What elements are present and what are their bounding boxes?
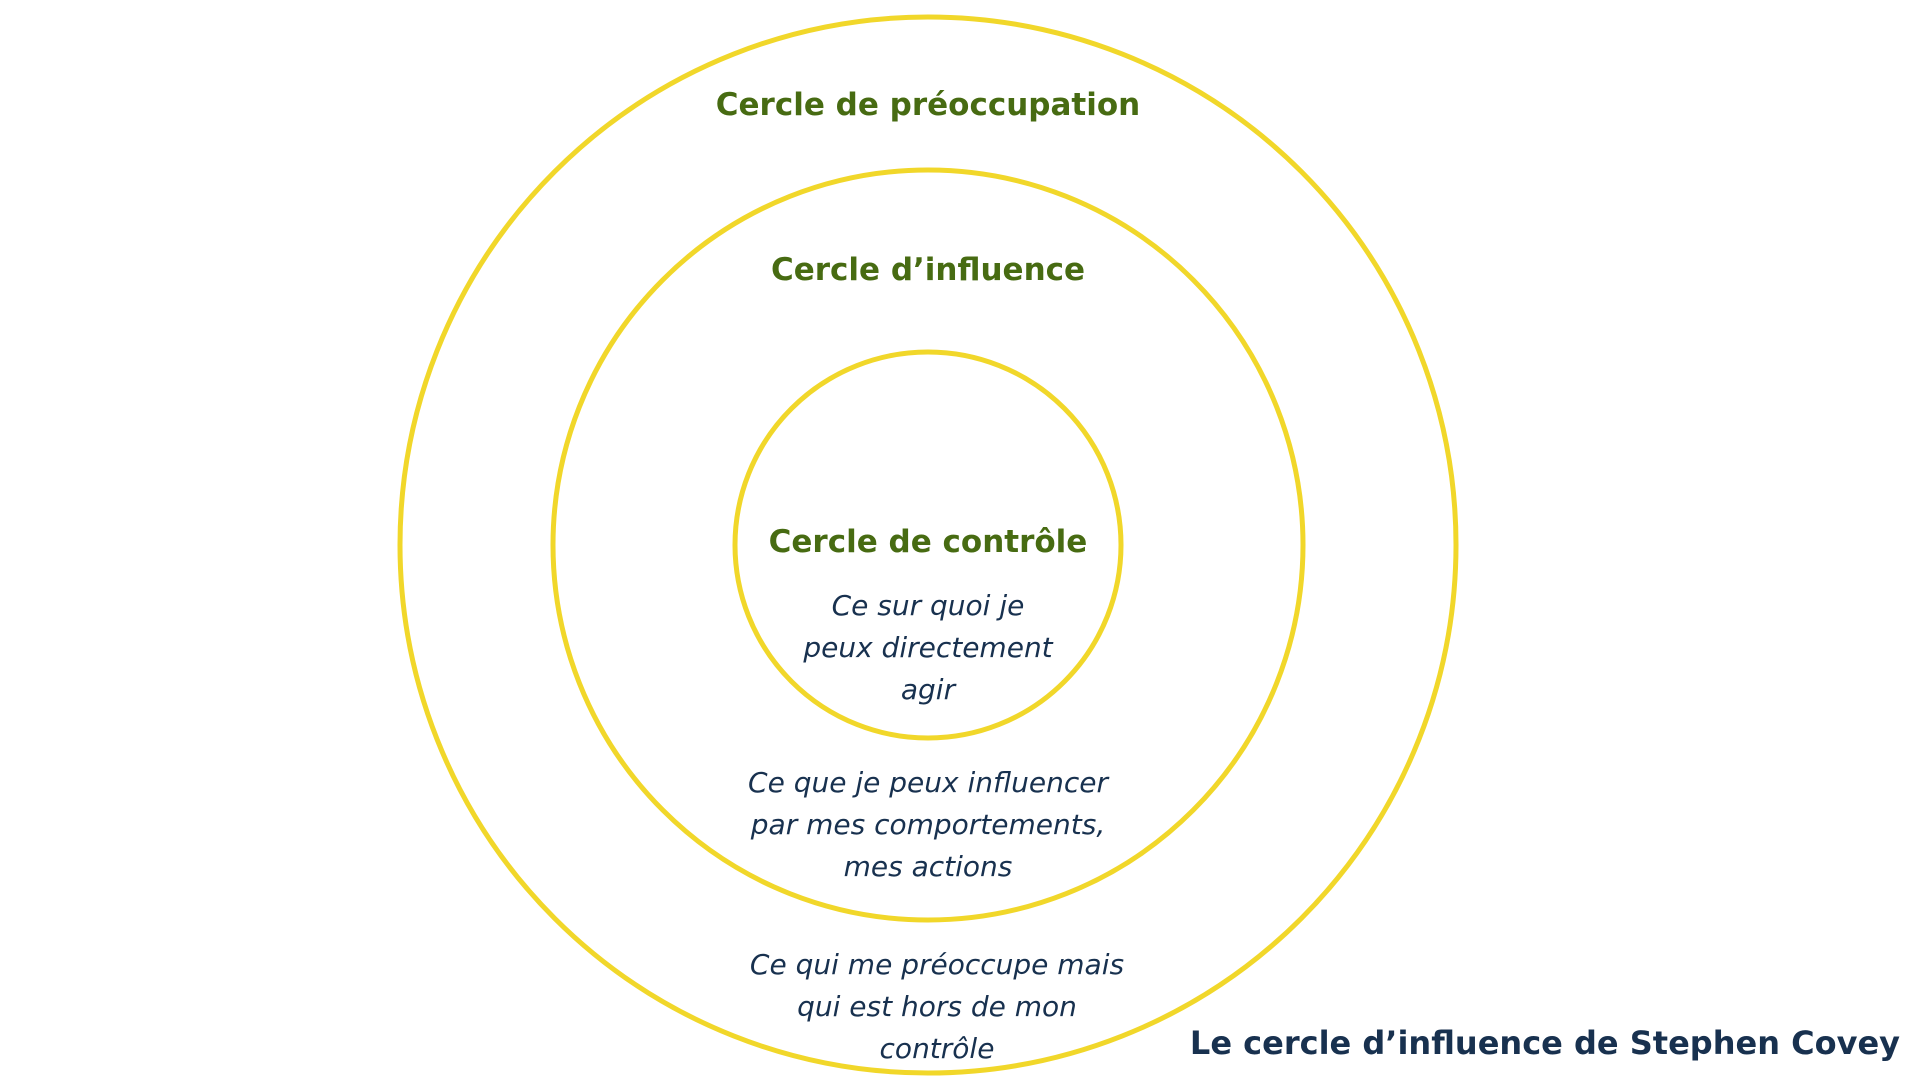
middle-circle-title: Cercle d’influence <box>770 252 1086 288</box>
outer-description-line: Ce qui me préoccupe mais <box>749 948 1125 981</box>
inner-description-line: peux directement <box>803 631 1053 664</box>
middle-description-line: par mes comportements, <box>750 808 1106 841</box>
outer-circle-description: Ce qui me préoccupe mais qui est hors de… <box>750 944 1124 1070</box>
inner-circle-title: Cercle de contrôle <box>768 524 1088 560</box>
middle-circle-description: Ce que je peux influencer par mes compor… <box>748 762 1108 888</box>
middle-circle-ring <box>550 167 1306 923</box>
inner-circle-description: Ce sur quoi je peux directement agir <box>803 585 1052 711</box>
outer-description-line: contrôle <box>879 1032 995 1065</box>
inner-description-line: agir <box>900 673 956 706</box>
middle-description-line: Ce que je peux influencer <box>748 766 1108 799</box>
outer-circle-ring <box>397 14 1459 1076</box>
middle-description-line: mes actions <box>843 850 1013 883</box>
diagram-caption: Le cercle d’influence de Stephen Covey <box>1189 1024 1900 1062</box>
outer-circle-title: Cercle de préoccupation <box>715 87 1141 123</box>
inner-circle-ring <box>732 349 1124 741</box>
inner-description-line: Ce sur quoi je <box>831 589 1025 622</box>
outer-description-line: qui est hors de mon <box>797 990 1077 1023</box>
